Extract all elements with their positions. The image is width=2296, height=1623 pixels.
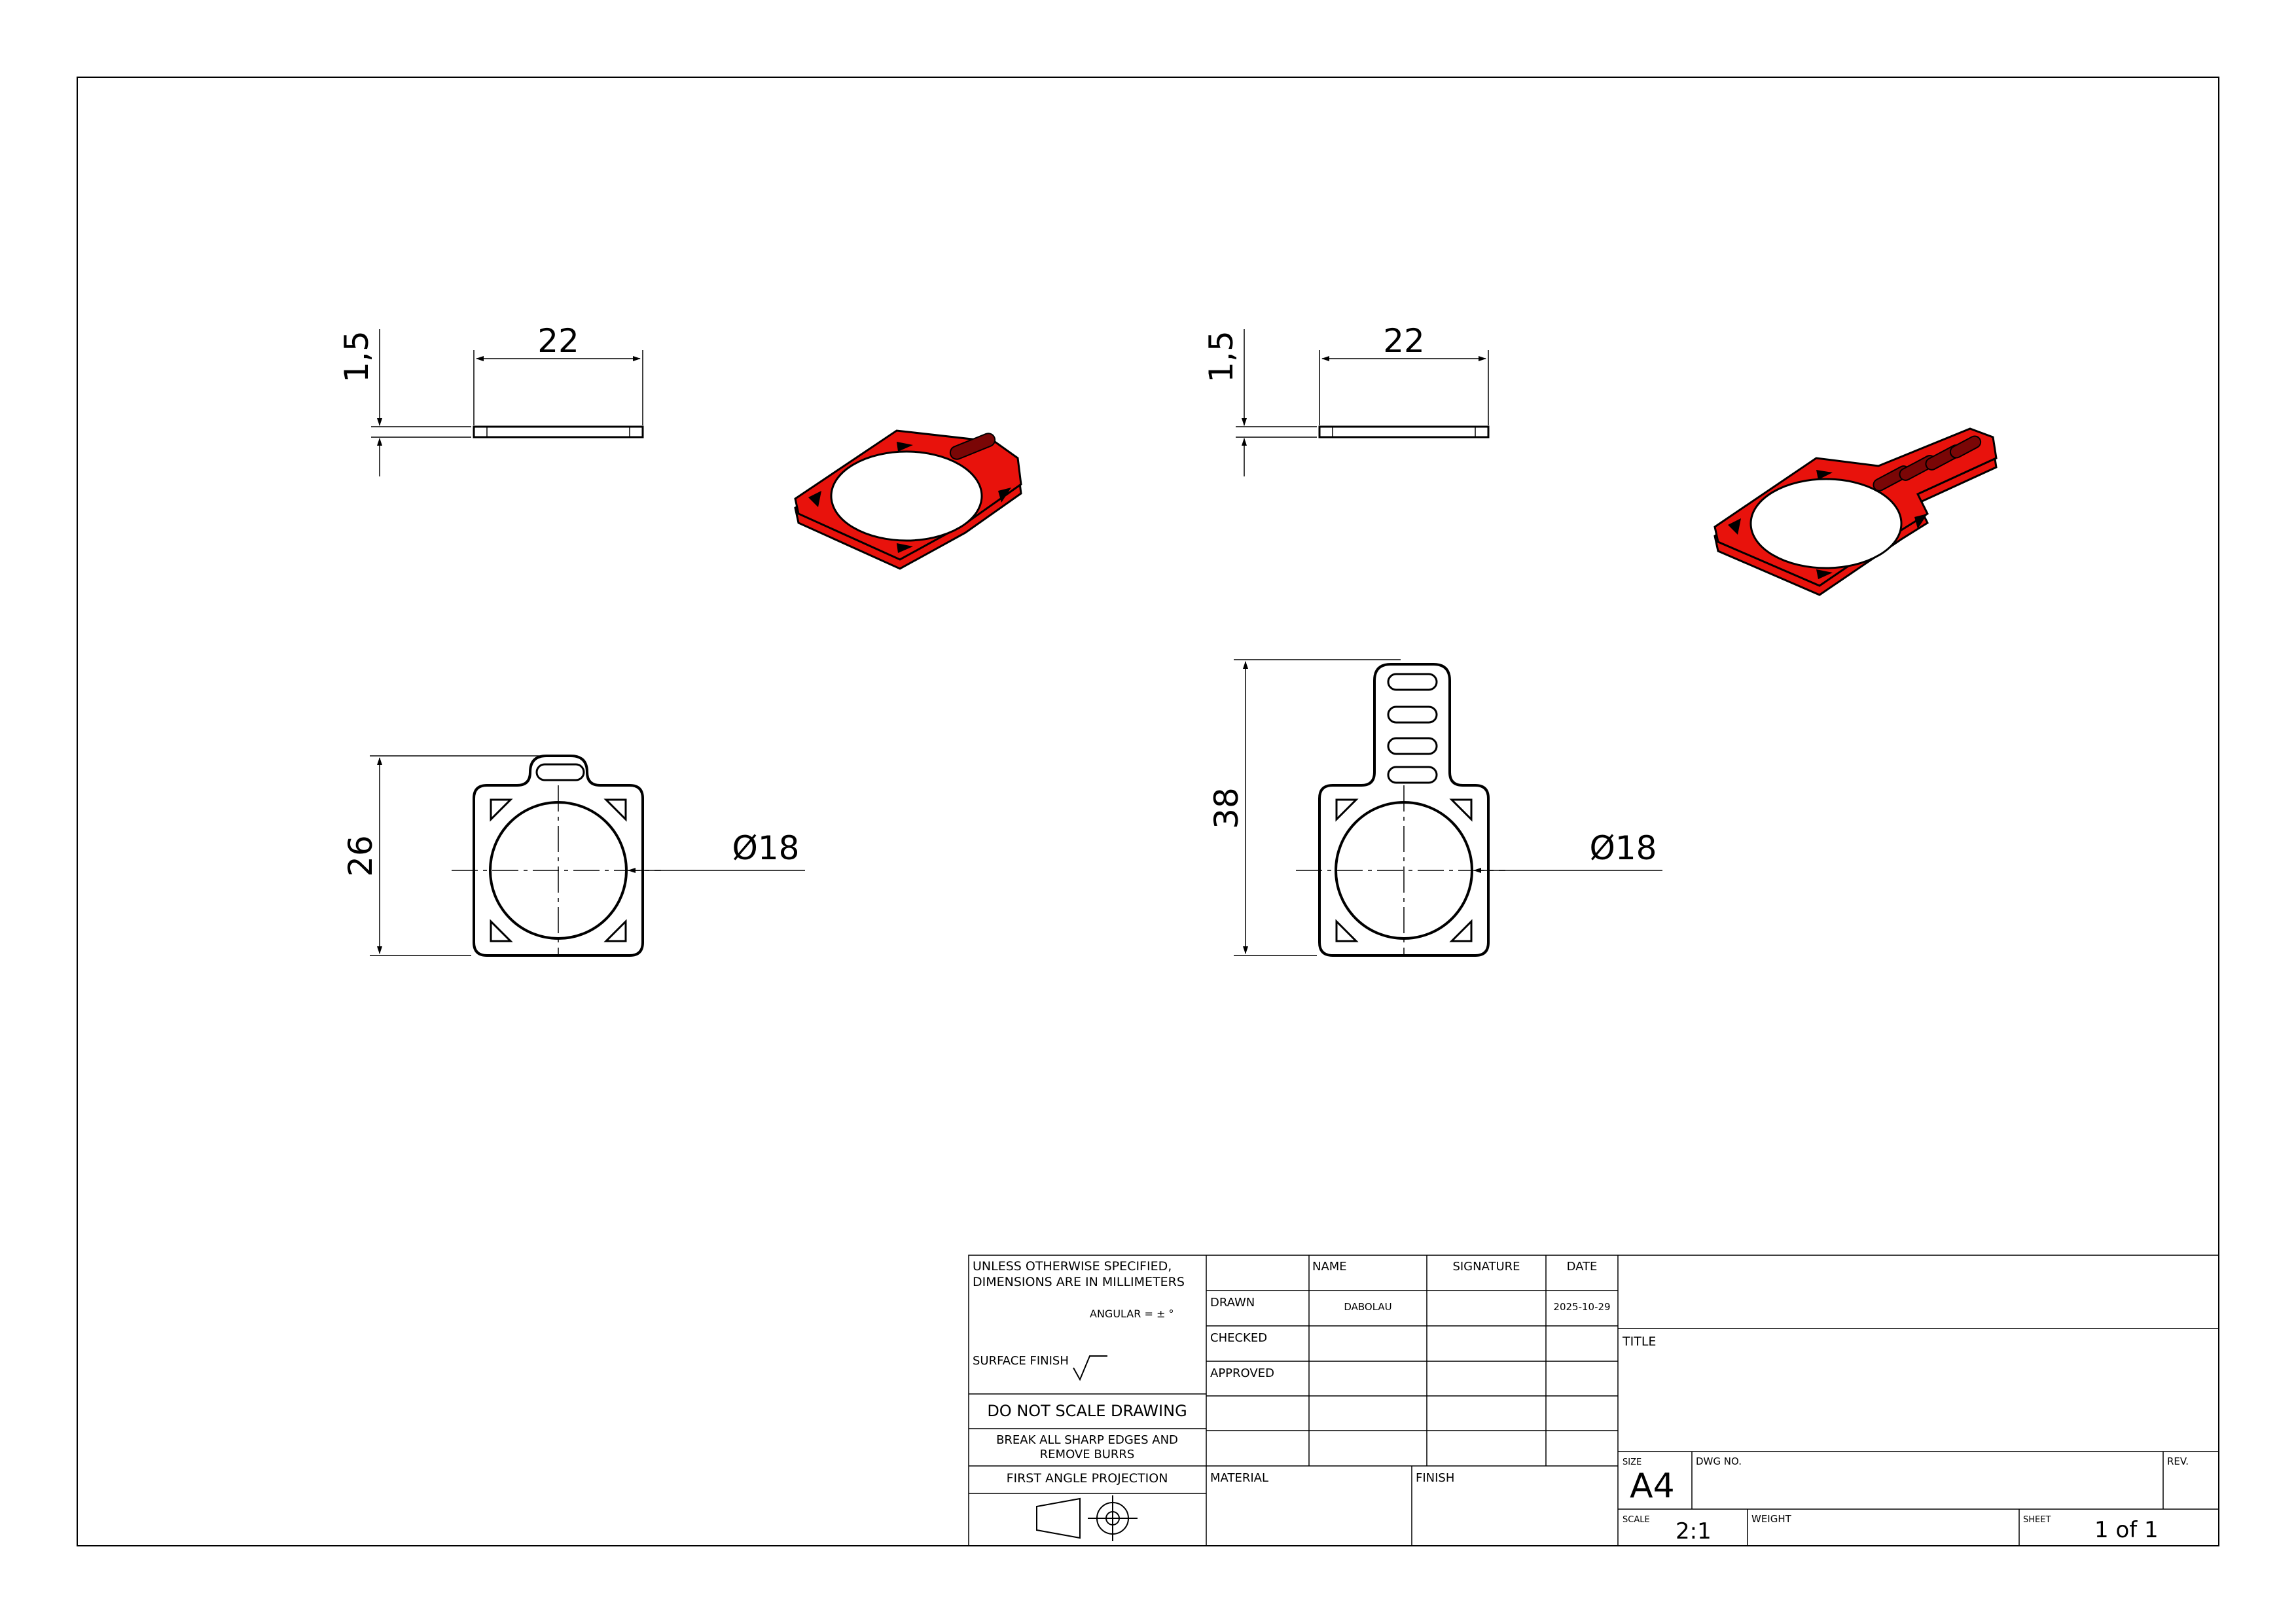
part1-front-view: 26 Ø18: [342, 755, 805, 957]
title-block-text: UNLESS OTHERWISE SPECIFIED, DIMENSIONS A…: [973, 1259, 2189, 1544]
weight-label: WEIGHT: [1751, 1513, 1792, 1525]
row-drawn: DRAWN: [1210, 1296, 1255, 1310]
part1-top-view: 22 1,5: [338, 322, 644, 476]
part2-top-view: 22 1,5: [1202, 322, 1490, 476]
sheet-label: SHEET: [2023, 1515, 2051, 1525]
drawn-date: 2025-10-29: [1553, 1301, 1610, 1313]
projection-label: FIRST ANGLE PROJECTION: [1007, 1471, 1168, 1486]
header-name: NAME: [1312, 1260, 1347, 1274]
general-notes-line2: DIMENSIONS ARE IN MILLIMETERS: [973, 1275, 1185, 1289]
sheet-value: 1 of 1: [2094, 1517, 2159, 1543]
title-label: TITLE: [1622, 1334, 1656, 1349]
general-notes-line1: UNLESS OTHERWISE SPECIFIED,: [973, 1259, 1172, 1274]
surface-finish-label: SURFACE FINISH: [973, 1354, 1069, 1368]
finish-label: FINISH: [1416, 1471, 1454, 1485]
first-angle-projection-icon: [1036, 1495, 1138, 1541]
title-block: [968, 1255, 2219, 1546]
angular-tolerance: ANGULAR = ± °: [1090, 1308, 1174, 1320]
surface-finish-icon: [1073, 1355, 1107, 1382]
sheet-border: [77, 77, 2219, 1546]
break-edges-line2: REMOVE BURRS: [1040, 1448, 1135, 1461]
part1-isometric-model: [794, 429, 1022, 570]
row-approved: APPROVED: [1210, 1366, 1274, 1380]
drawn-name: DABOLAU: [1344, 1301, 1391, 1313]
part1-width-dim: 22: [537, 322, 579, 360]
part2-thickness-dim: 1,5: [1202, 330, 1240, 383]
do-not-scale-note: DO NOT SCALE DRAWING: [987, 1402, 1187, 1420]
row-checked: CHECKED: [1210, 1331, 1267, 1345]
part2-height-dim: 38: [1208, 787, 1246, 829]
break-edges-line1: BREAK ALL SHARP EDGES AND: [996, 1433, 1178, 1447]
part1-diameter-dim: Ø18: [732, 829, 800, 867]
part2-diameter-dim: Ø18: [1590, 829, 1657, 867]
part2-width-dim: 22: [1383, 322, 1425, 360]
part1-height-dim: 26: [342, 835, 380, 877]
material-label: MATERIAL: [1210, 1471, 1268, 1485]
size-label: SIZE: [1623, 1457, 1641, 1467]
size-value: A4: [1630, 1467, 1675, 1506]
part2-isometric-model: [1713, 427, 1998, 596]
rev-label: REV.: [2167, 1455, 2189, 1467]
scale-label: SCALE: [1623, 1515, 1650, 1525]
scale-value: 2:1: [1676, 1518, 1712, 1544]
part2-front-view: 38 Ø18: [1208, 659, 1662, 957]
header-date: DATE: [1567, 1260, 1598, 1274]
dwg-no-label: DWG NO.: [1696, 1455, 1742, 1467]
header-signature: SIGNATURE: [1452, 1260, 1520, 1274]
part1-thickness-dim: 1,5: [338, 330, 376, 383]
